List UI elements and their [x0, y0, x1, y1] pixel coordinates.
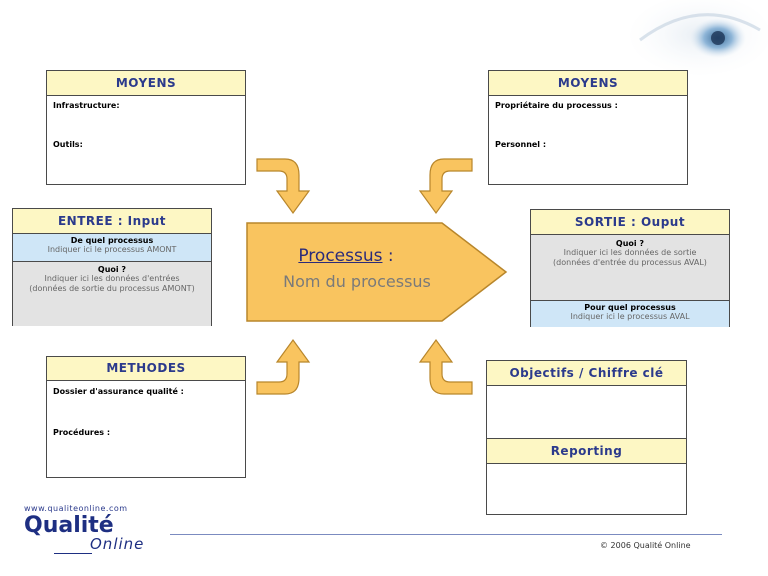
process-label: Processus — [298, 246, 383, 266]
proprietaire-label: Propriétaire du processus : — [495, 101, 618, 110]
outils-label: Outils: — [53, 140, 83, 149]
entree-box: ENTREE : Input De quel processus Indique… — [12, 208, 212, 326]
entree-source-cell: De quel processus Indiquer ici le proces… — [13, 234, 211, 262]
entree-title: ENTREE : Input — [13, 209, 211, 234]
entree-data-cell: Quoi ? Indiquer ici les données d'entrée… — [13, 262, 211, 326]
procedures-label: Procédures : — [53, 428, 111, 437]
entree-data-text-2: (données de sortie du processus AMONT) — [29, 284, 195, 293]
arrow-moyens-left-to-process — [256, 158, 311, 215]
reporting-title: Reporting — [487, 439, 686, 464]
footer-divider — [170, 534, 722, 535]
sortie-title: SORTIE : Ouput — [531, 210, 729, 235]
objectifs-title: Objectifs / Chiffre clé — [487, 361, 686, 386]
methodes-box: METHODES Dossier d'assurance qualité : P… — [46, 356, 246, 478]
sortie-target-text: Indiquer ici le processus AVAL — [570, 312, 690, 321]
logo-word-online: Online — [90, 535, 145, 553]
reporting-content-area — [487, 464, 686, 516]
moyens-left-box: MOYENS Infrastructure: Outils: — [46, 70, 246, 185]
entree-source-text: Indiquer ici le processus AMONT — [47, 245, 177, 254]
entree-source-title: De quel processus — [70, 236, 154, 245]
arrow-moyens-right-to-process — [418, 158, 473, 215]
methodes-title: METHODES — [47, 357, 245, 381]
logo-url: www.qualiteonline.com — [24, 504, 128, 513]
sortie-target-cell: Pour quel processus Indiquer ici le proc… — [531, 301, 729, 327]
logo-word-qualite: Qualité — [24, 513, 114, 538]
arrow-methodes-to-process — [256, 338, 311, 395]
footer-copyright: © 2006 Qualité Online — [600, 541, 691, 550]
process-arrow-shape — [246, 222, 508, 322]
entree-data-text-1: Indiquer ici les données d'entrées — [44, 274, 180, 283]
moyens-left-title: MOYENS — [47, 71, 245, 96]
dossier-label: Dossier d'assurance qualité : — [53, 387, 184, 396]
sortie-box: SORTIE : Ouput Quoi ? Indiquer ici les d… — [530, 209, 730, 327]
personnel-label: Personnel : — [495, 140, 547, 149]
objectifs-box: Objectifs / Chiffre clé Reporting — [486, 360, 687, 515]
moyens-right-title: MOYENS — [489, 71, 687, 96]
process-name: Nom du processus — [283, 272, 431, 291]
process-title-line: Processus : — [246, 246, 446, 266]
arrow-objectifs-to-process — [418, 338, 473, 395]
sortie-data-text-1: Indiquer ici les données de sortie — [563, 248, 697, 257]
infrastructure-label: Infrastructure: — [53, 101, 120, 110]
sortie-data-title: Quoi ? — [615, 239, 645, 248]
entree-data-title: Quoi ? — [97, 265, 127, 274]
moyens-right-box: MOYENS Propriétaire du processus : Perso… — [488, 70, 688, 185]
sortie-data-text-2: (données d'entrée du processus AVAL) — [553, 258, 707, 267]
process-colon: : — [382, 246, 394, 266]
logo: www.qualiteonline.com Qualité Online — [24, 504, 164, 556]
sortie-data-cell: Quoi ? Indiquer ici les données de sorti… — [531, 235, 729, 301]
logo-underline — [54, 553, 92, 554]
sortie-target-title: Pour quel processus — [584, 303, 676, 312]
eye-image — [630, 0, 768, 75]
objectifs-content-area — [487, 386, 686, 439]
